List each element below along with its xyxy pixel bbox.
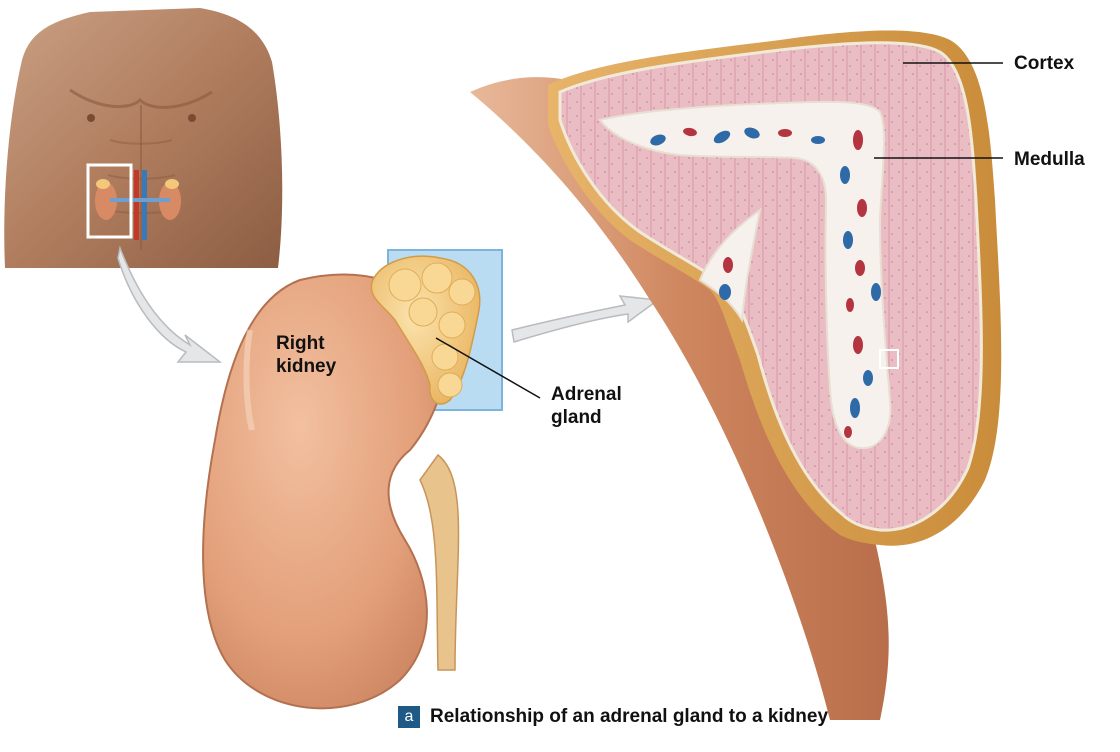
right-kidney-label: Right kidney (276, 333, 337, 377)
torso-to-kidney-arrow (117, 245, 223, 363)
torso-image (4, 8, 283, 268)
kidney-surface-background (470, 77, 889, 720)
adrenal-gland (370, 255, 481, 405)
adrenal-gland-label: Adrenal gland (551, 384, 622, 428)
medulla-label: Medulla (1014, 149, 1085, 170)
caption-letter-badge: a (398, 706, 420, 728)
right-kidney (202, 273, 460, 710)
adrenal-leader-line (435, 337, 541, 399)
adrenal-cross-section (548, 30, 1002, 546)
zoom-box (879, 349, 899, 369)
adrenal-to-section-arrow (511, 295, 661, 343)
medullary-vessels (650, 127, 881, 438)
figure-caption: a Relationship of an adrenal gland to a … (398, 706, 828, 728)
caption-text: Relationship of an adrenal gland to a ki… (430, 706, 829, 727)
cortex-label: Cortex (1014, 53, 1075, 74)
torso-highlight-box (86, 163, 133, 239)
